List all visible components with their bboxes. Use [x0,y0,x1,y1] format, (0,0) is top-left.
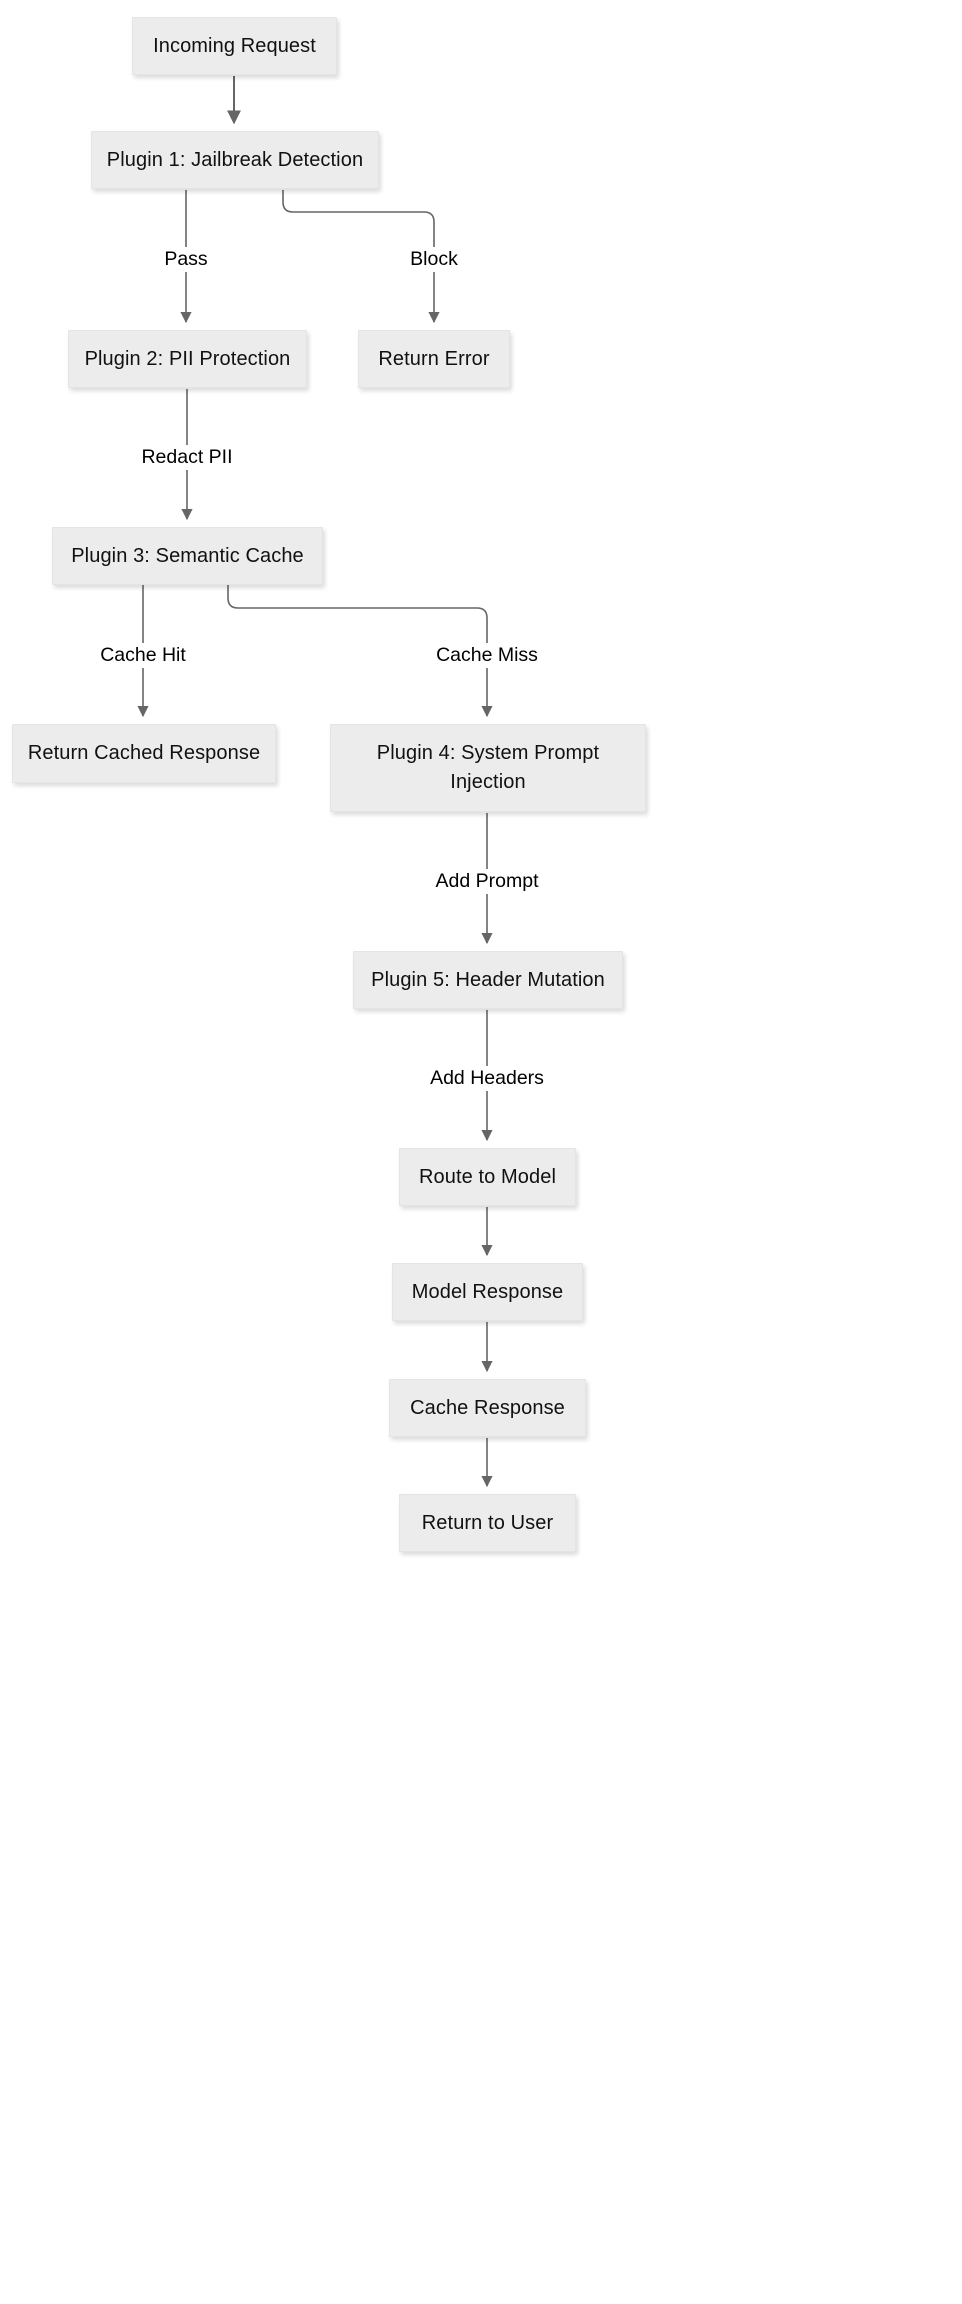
edge-label-add-headers: Add Headers [425,1066,549,1090]
node-label: Model Response [411,1280,564,1303]
node-label: Return to User [421,1511,554,1534]
node-plugin-4-system-prompt-injection[interactable]: Plugin 4: System Prompt Injection [330,724,646,812]
node-label: Cache Response [410,1396,565,1419]
node-plugin-1-jailbreak-detection[interactable]: Plugin 1: Jailbreak Detection [91,131,379,189]
node-label: Plugin 2: PII Protection [84,347,291,370]
node-label: Plugin 1: Jailbreak Detection [106,148,364,171]
edge-label-redact-pii: Redact PII [136,445,238,469]
edge-label-block: Block [405,247,463,271]
node-label: Plugin 5: Header Mutation [371,968,605,991]
node-route-to-model[interactable]: Route to Model [399,1148,576,1206]
edge-label-pass: Pass [159,247,213,271]
node-return-to-user[interactable]: Return to User [399,1494,576,1552]
node-label: Plugin 4: System Prompt Injection [376,742,600,793]
node-return-error[interactable]: Return Error [358,330,510,388]
node-incoming-request[interactable]: Incoming Request [132,17,337,75]
node-plugin-2-pii-protection[interactable]: Plugin 2: PII Protection [68,330,307,388]
node-label: Return Cached Response [27,742,261,764]
node-plugin-3-semantic-cache[interactable]: Plugin 3: Semantic Cache [52,527,323,585]
node-plugin-5-header-mutation[interactable]: Plugin 5: Header Mutation [353,951,623,1009]
node-label: Plugin 3: Semantic Cache [71,544,304,567]
edge-plugin3-to-plugin4 [227,585,488,644]
edge-label-cache-miss: Cache Miss [431,643,543,667]
node-cache-response[interactable]: Cache Response [389,1379,586,1437]
node-return-cached-response[interactable]: Return Cached Response [12,724,276,783]
node-label: Incoming Request [153,34,316,57]
node-model-response[interactable]: Model Response [392,1263,583,1321]
node-label: Route to Model [418,1165,557,1188]
edge-label-add-prompt: Add Prompt [430,869,544,893]
node-label: Return Error [378,347,490,370]
edge-label-cache-hit: Cache Hit [95,643,191,667]
edge-plugin1-to-return-error [282,190,435,248]
